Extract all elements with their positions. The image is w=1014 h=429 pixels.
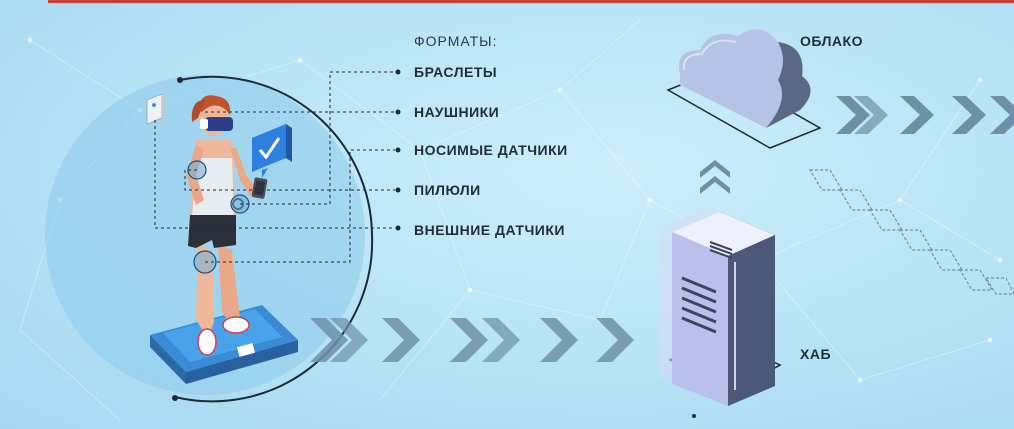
- wearables-illustration: [45, 69, 401, 403]
- chevron-arrow-icon: [382, 318, 420, 362]
- smartphone-icon: [251, 177, 268, 199]
- scale-icon: [150, 305, 298, 384]
- format-item-wearable-sensors: НОСИМЫЕ ДАТЧИКИ: [414, 142, 568, 158]
- chevron-arrow-icon: [310, 318, 348, 362]
- chevron-arrow-icon: [330, 318, 368, 362]
- circle-arc: [174, 75, 374, 403]
- format-item-headphones: НАУШНИКИ: [414, 104, 500, 120]
- chevron-arrow-icon: [540, 318, 578, 362]
- format-item-bracelets: БРАСЛЕТЫ: [414, 64, 498, 80]
- chevron-arrow-icon: [900, 96, 934, 134]
- chevron-arrow-icon: [450, 318, 488, 362]
- cloud-label: ОБЛАКО: [800, 33, 863, 49]
- chevron-arrow-icon: [596, 318, 634, 362]
- formats-title: ФОРМАТЫ:: [414, 33, 498, 49]
- check-badge-icon: [252, 124, 292, 178]
- top-accent-line: [48, 0, 1014, 3]
- flow-arrows-to-hub: [310, 318, 634, 362]
- connector-lines: [154, 71, 395, 263]
- cloud-icon: [666, 29, 822, 149]
- wall-sensor-icon: [146, 93, 166, 125]
- server-icon: [660, 160, 782, 418]
- connector-dots: [395, 69, 401, 231]
- format-item-pills: ПИЛЮЛИ: [414, 182, 481, 198]
- chevron-arrow-icon: [854, 96, 888, 134]
- chevron-arrow-icon: [482, 318, 520, 362]
- chevron-arrow-icon: [990, 96, 1014, 134]
- flow-arrows-from-cloud: [836, 96, 1014, 134]
- chevron-arrow-icon: [952, 96, 986, 134]
- hub-label: ХАБ: [800, 346, 832, 362]
- dashed-flow-arrows: [808, 169, 1014, 295]
- format-item-external-sensors: ВНЕШНИЕ ДАТЧИКИ: [414, 222, 565, 238]
- chevron-arrow-icon: [836, 96, 870, 134]
